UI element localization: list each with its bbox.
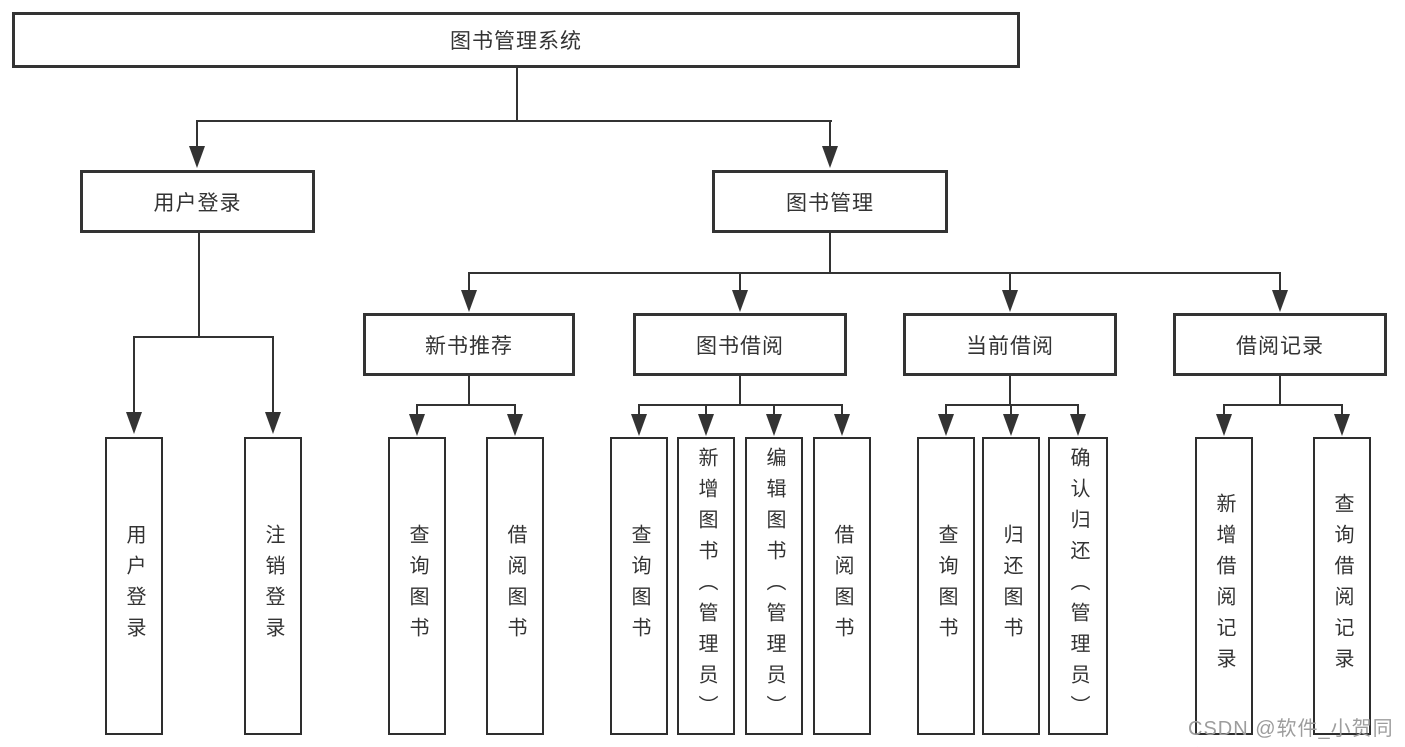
- node-current-borrowing: 当前借阅: [903, 313, 1117, 376]
- connector-line: [468, 272, 1281, 274]
- node-borrowing-records: 借阅记录: [1173, 313, 1387, 376]
- arrowhead-icon: [1070, 414, 1086, 436]
- leaf-query-books-borrowing: 查询图书: [610, 437, 668, 735]
- connector-line: [1341, 404, 1343, 416]
- arrowhead-icon: [265, 412, 281, 434]
- arrowhead-icon: [507, 414, 523, 436]
- connector-line: [638, 404, 843, 406]
- connector-line: [829, 233, 831, 272]
- connector-line: [638, 404, 640, 416]
- connector-line: [841, 404, 843, 416]
- arrowhead-icon: [822, 146, 838, 168]
- leaf-query-borrow-record: 查询借阅记录: [1313, 437, 1371, 735]
- leaf-borrow-books: 借阅图书: [813, 437, 871, 735]
- connector-line: [198, 233, 200, 336]
- connector-line: [468, 376, 470, 404]
- connector-line: [1010, 404, 1012, 416]
- connector-line: [1223, 404, 1225, 416]
- arrowhead-icon: [461, 290, 477, 312]
- leaf-add-books-admin: 新增图书（管理员）: [677, 437, 735, 735]
- arrowhead-icon: [766, 414, 782, 436]
- leaf-confirm-return-admin: 确认归还（管理员）: [1048, 437, 1108, 735]
- connector-line: [1077, 404, 1079, 416]
- connector-line: [705, 404, 707, 416]
- arrowhead-icon: [938, 414, 954, 436]
- connector-line: [416, 404, 516, 406]
- connector-line: [945, 404, 1079, 406]
- csdn-watermark: CSDN @软件_小贺同学: [1188, 718, 1394, 740]
- connector-line: [1279, 272, 1281, 292]
- node-new-book-recommendation: 新书推荐: [363, 313, 575, 376]
- connector-line: [739, 376, 741, 404]
- connector-line: [196, 120, 832, 122]
- connector-line: [468, 272, 470, 292]
- arrowhead-icon: [1003, 414, 1019, 436]
- connector-line: [1223, 404, 1343, 406]
- arrowhead-icon: [189, 146, 205, 168]
- leaf-query-books-current: 查询图书: [917, 437, 975, 735]
- connector-line: [773, 404, 775, 416]
- arrowhead-icon: [631, 414, 647, 436]
- arrowhead-icon: [1272, 290, 1288, 312]
- leaf-query-books-recommend: 查询图书: [388, 437, 446, 735]
- connector-line: [272, 336, 274, 414]
- connector-line: [196, 120, 198, 148]
- connector-line: [133, 336, 274, 338]
- connector-line: [516, 68, 518, 120]
- arrowhead-icon: [409, 414, 425, 436]
- node-book-management: 图书管理: [712, 170, 948, 233]
- leaf-return-books: 归还图书: [982, 437, 1040, 735]
- node-book-borrowing: 图书借阅: [633, 313, 847, 376]
- leaf-user-login: 用户登录: [105, 437, 163, 735]
- connector-line: [739, 272, 741, 292]
- arrowhead-icon: [1216, 414, 1232, 436]
- arrowhead-icon: [732, 290, 748, 312]
- connector-line: [1009, 272, 1011, 292]
- connector-line: [514, 404, 516, 416]
- leaf-add-borrow-record: 新增借阅记录: [1195, 437, 1253, 735]
- arrowhead-icon: [126, 412, 142, 434]
- connector-line: [1279, 376, 1281, 404]
- connector-line: [1009, 376, 1011, 404]
- node-library-management-system: 图书管理系统: [12, 12, 1020, 68]
- connector-line: [133, 336, 135, 414]
- leaf-logout: 注销登录: [244, 437, 302, 735]
- connector-line: [416, 404, 418, 416]
- arrowhead-icon: [1334, 414, 1350, 436]
- connector-line: [829, 120, 831, 148]
- arrowhead-icon: [698, 414, 714, 436]
- connector-line: [945, 404, 947, 416]
- arrowhead-icon: [834, 414, 850, 436]
- leaf-borrow-books-recommend: 借阅图书: [486, 437, 544, 735]
- leaf-edit-books-admin: 编辑图书（管理员）: [745, 437, 803, 735]
- arrowhead-icon: [1002, 290, 1018, 312]
- node-user-login: 用户登录: [80, 170, 315, 233]
